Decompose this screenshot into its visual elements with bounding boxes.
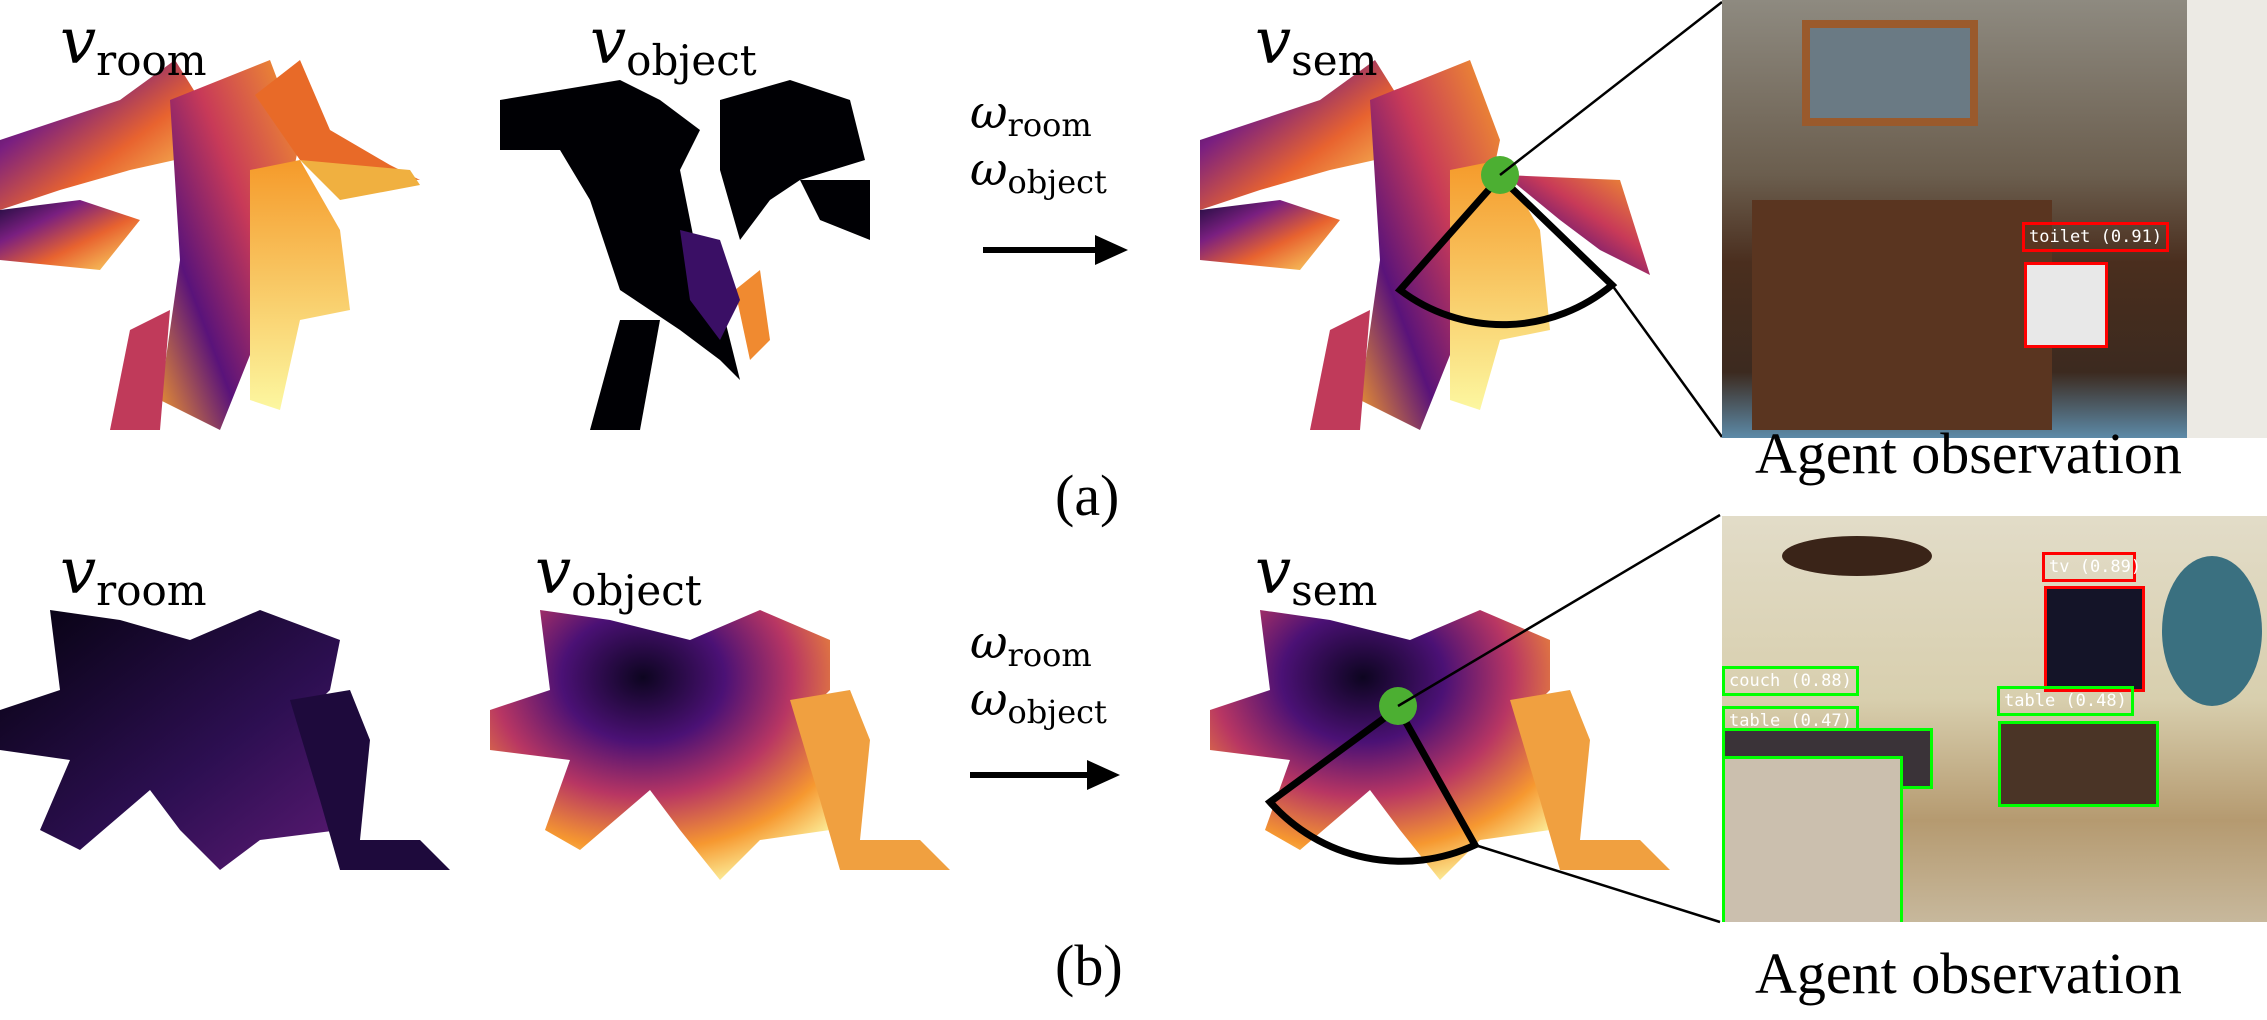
- subfigure-caption-b: (b): [1055, 933, 1123, 998]
- observation-caption-b: Agent observation: [1755, 941, 2182, 1006]
- room-value-map-a: [0, 60, 420, 430]
- label-v-sem-b: vsem: [1255, 535, 1377, 615]
- label-v-object-b: vobject: [535, 535, 702, 615]
- weight-object-a: ωobject: [970, 142, 1107, 201]
- zoom-line-b-bottom: [1474, 843, 1721, 924]
- zoom-line-b-top: [1397, 513, 1721, 708]
- field-of-view-wedge-a: [1394, 171, 1618, 329]
- mirror: [1802, 20, 1978, 126]
- weight-symbol: ω: [970, 615, 1008, 669]
- label-v-room-a: vroom: [60, 5, 207, 85]
- label-symbol: v: [590, 5, 627, 79]
- label-symbol: v: [1255, 5, 1292, 79]
- ceiling-fan: [1782, 536, 1932, 576]
- detection-label-tv: tv (0.89): [2042, 552, 2141, 582]
- arrow-right-icon-a: [983, 235, 1128, 265]
- label-subscript: object: [571, 566, 702, 615]
- subfigure-caption-a: (a): [1055, 463, 1120, 528]
- wall-art: [2162, 556, 2262, 706]
- field-of-view-wedge-b: [1264, 702, 1480, 865]
- label-subscript: room: [96, 36, 207, 85]
- weight-symbol: ω: [970, 672, 1008, 726]
- semantic-value-map-a: [1200, 60, 1650, 430]
- semantic-value-map-b: [1210, 610, 1670, 880]
- detection-box-tv: [2044, 586, 2145, 692]
- weight-symbol: ω: [970, 142, 1008, 196]
- label-subscript: object: [626, 36, 757, 85]
- detection-box-toilet: [2024, 262, 2108, 348]
- detection-box-table-2: [1722, 756, 1903, 922]
- label-symbol: v: [535, 535, 572, 609]
- agent-observation-image-a: toilet (0.91): [1722, 0, 2267, 438]
- label-symbol: v: [60, 535, 97, 609]
- label-v-room-b: vroom: [60, 535, 207, 615]
- object-value-map-b: [490, 610, 950, 880]
- zoom-line-a-top: [1499, 1, 1723, 176]
- detection-box-table-1: [1998, 721, 2159, 807]
- vanity-cabinet: [1752, 200, 2052, 430]
- detection-label-couch: couch (0.88): [1722, 666, 1859, 696]
- zoom-line-a-bottom: [1610, 284, 1724, 438]
- label-v-object-a: vobject: [590, 5, 757, 85]
- agent-observation-image-b: tv (0.89) couch (0.88) table (0.48) tabl…: [1722, 516, 2267, 922]
- weight-room-b: ωroom: [970, 615, 1092, 674]
- weight-symbol: ω: [970, 85, 1008, 139]
- label-v-sem-a: vsem: [1255, 5, 1377, 85]
- weight-subscript: object: [1007, 693, 1107, 731]
- object-value-map-a: [500, 80, 870, 430]
- detection-label-table-1: table (0.48): [1997, 686, 2134, 716]
- weight-object-b: ωobject: [970, 672, 1107, 731]
- label-subscript: room: [96, 566, 207, 615]
- door: [2187, 0, 2267, 438]
- label-subscript: sem: [1291, 566, 1378, 615]
- detection-label-toilet: toilet (0.91): [2022, 222, 2170, 252]
- label-symbol: v: [1255, 535, 1292, 609]
- weight-subscript: room: [1007, 106, 1092, 144]
- label-symbol: v: [60, 5, 97, 79]
- weight-room-a: ωroom: [970, 85, 1092, 144]
- weight-subscript: room: [1007, 636, 1092, 674]
- observation-caption-a: Agent observation: [1755, 421, 2182, 486]
- weight-subscript: object: [1007, 163, 1107, 201]
- arrow-right-icon-b: [970, 760, 1120, 790]
- room-value-map-b: [0, 610, 450, 870]
- label-subscript: sem: [1291, 36, 1378, 85]
